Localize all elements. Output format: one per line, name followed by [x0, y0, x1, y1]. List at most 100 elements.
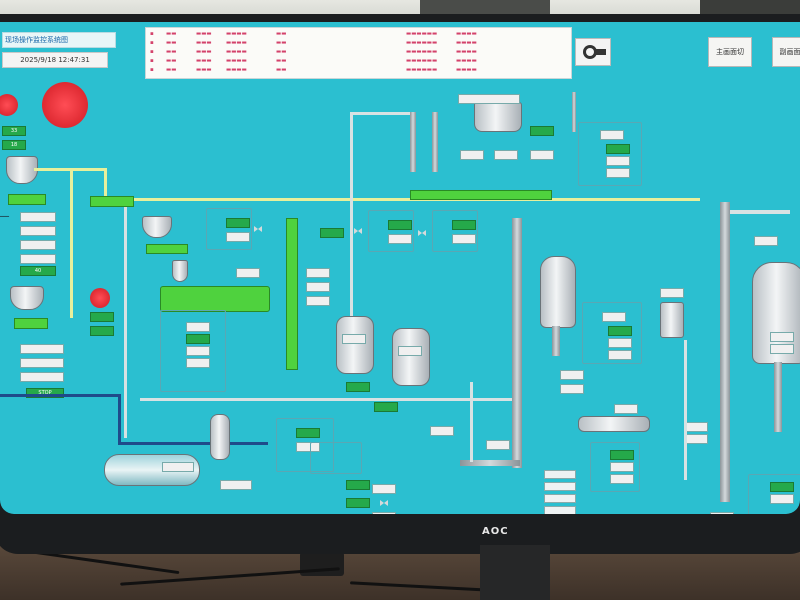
elevator-green[interactable]	[286, 218, 298, 370]
left-value-1: 33	[2, 126, 26, 136]
valve-icon[interactable]	[418, 230, 426, 236]
readout	[608, 350, 632, 360]
tank-label	[162, 462, 194, 472]
mixer-panel	[160, 310, 226, 392]
readout	[346, 498, 370, 508]
readout	[186, 358, 210, 368]
readout	[372, 484, 396, 494]
mixer-conveyor[interactable]	[14, 318, 48, 329]
alarm-light[interactable]	[0, 94, 18, 116]
silo-label	[458, 94, 520, 104]
dosing-cone[interactable]	[172, 260, 188, 282]
top-conveyor[interactable]	[410, 190, 552, 200]
motor-value	[90, 326, 114, 336]
main-screen-button[interactable]: 主画面切	[708, 37, 752, 67]
readout	[530, 150, 554, 160]
readout	[770, 332, 794, 342]
feed-hopper[interactable]	[6, 156, 38, 184]
readout	[770, 344, 794, 354]
operator-logo-button[interactable]	[575, 38, 611, 66]
pipe	[118, 442, 268, 445]
system-title: 现场操作监控系统图	[2, 32, 116, 48]
valve-icon[interactable]	[380, 500, 388, 506]
readout	[684, 422, 708, 432]
pipe	[70, 168, 73, 318]
readout	[560, 370, 584, 380]
readout	[606, 168, 630, 178]
valve-icon[interactable]	[254, 226, 262, 232]
readout	[186, 346, 210, 356]
cyclone-separator[interactable]	[660, 302, 684, 338]
readout	[320, 228, 344, 238]
alarm-log[interactable]: ▪▬▬▬▬▬▬▬▬▬▬▬▬▬▬▬▬▬▬▬▬▬ ▪▬▬▬▬▬▬▬▬▬▬▬▬▬▬▬▬…	[145, 27, 572, 79]
readout	[296, 428, 320, 438]
readout	[602, 312, 626, 322]
process-button[interactable]	[544, 506, 576, 514]
pipe	[350, 112, 353, 322]
motor-value	[90, 312, 114, 322]
feeder-conveyor[interactable]	[8, 194, 46, 205]
top-silo-battery[interactable]	[474, 102, 522, 132]
pipe	[350, 112, 410, 115]
readout	[236, 268, 260, 278]
alarm-entry: ▪	[150, 31, 154, 37]
tank-outlet	[552, 326, 560, 356]
pipe	[0, 394, 120, 397]
sub-screen-button[interactable]: 副画面	[772, 37, 800, 67]
readout	[296, 442, 320, 452]
readout	[600, 130, 624, 140]
readout	[346, 480, 370, 490]
filter-column[interactable]	[210, 414, 230, 460]
scada-screen: 现场操作监控系统图 2025/9/18 12:47:31 ▪▬▬▬▬▬▬▬▬▬▬…	[0, 22, 800, 514]
instrument-panel	[368, 210, 414, 252]
readout	[20, 240, 56, 250]
instrument-panel	[310, 442, 362, 474]
reactor-2[interactable]	[392, 328, 430, 386]
right-elevator[interactable]	[720, 202, 730, 502]
instrument-panel	[276, 418, 334, 472]
wall-shadow	[420, 0, 550, 18]
process-button[interactable]	[544, 482, 576, 491]
weigh-hopper[interactable]	[142, 216, 172, 238]
horizontal-dryer[interactable]	[578, 416, 650, 432]
readout	[372, 512, 396, 514]
reactor-1[interactable]	[336, 316, 374, 374]
left-value-2: 18	[2, 140, 26, 150]
process-button[interactable]	[544, 494, 576, 503]
readout	[452, 220, 476, 230]
instrument-panel	[432, 210, 478, 252]
readout	[186, 334, 210, 344]
pipe	[118, 394, 121, 444]
readout	[770, 494, 794, 504]
readout	[20, 344, 64, 354]
tank-outlet	[774, 362, 782, 432]
readout	[610, 450, 634, 460]
bottom-conveyor[interactable]	[460, 460, 520, 466]
motor-alarm-light[interactable]	[90, 288, 110, 308]
readout	[530, 126, 554, 136]
readout	[486, 440, 510, 450]
main-mixer[interactable]	[160, 286, 270, 312]
silo-pipe	[432, 112, 438, 172]
readout	[452, 234, 476, 244]
emergency-stop-button[interactable]	[42, 82, 88, 128]
readout	[20, 226, 56, 236]
operator-icon	[583, 45, 606, 59]
process-button[interactable]	[544, 470, 576, 479]
transfer-conveyor[interactable]	[90, 196, 134, 207]
left-value-3: 40	[20, 266, 56, 276]
readout	[186, 322, 210, 332]
monitor-brand: AOC	[482, 526, 509, 537]
readout	[306, 268, 330, 278]
readout	[608, 338, 632, 348]
valve-icon[interactable]	[354, 228, 362, 234]
bucket-elevator[interactable]	[512, 218, 522, 468]
instrument-panel	[206, 208, 252, 250]
mixer-hopper[interactable]	[10, 286, 44, 310]
storage-tank[interactable]	[540, 256, 576, 328]
vent-pipe	[572, 92, 576, 132]
readout	[20, 358, 64, 368]
readout	[710, 512, 734, 514]
weigh-conveyor[interactable]	[146, 244, 188, 254]
instrument-panel	[578, 122, 642, 186]
